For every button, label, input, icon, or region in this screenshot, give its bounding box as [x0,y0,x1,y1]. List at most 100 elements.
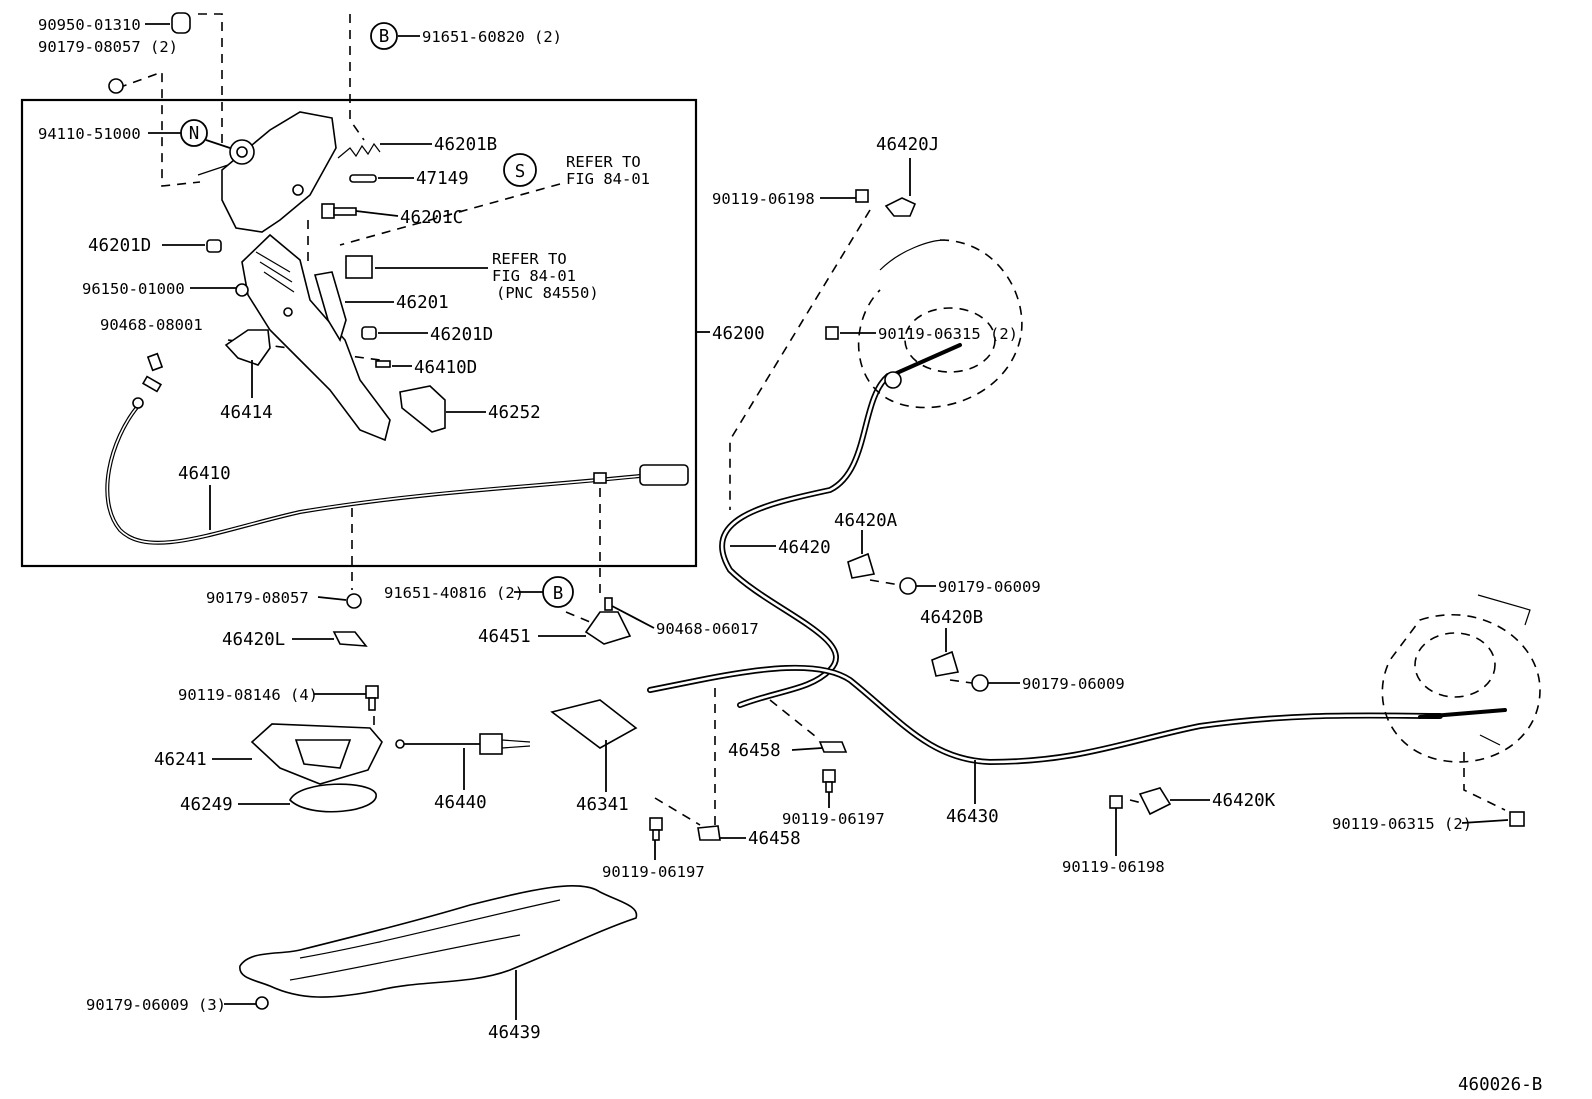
clip-90468-08001 [146,352,164,372]
svg-text:B: B [553,584,564,604]
clip-refer-84550 [345,255,373,279]
bolt-90119-06198-b [1109,795,1123,809]
bolt-46201C [321,203,357,219]
callout-b-top: B [370,22,398,50]
bracket-46420L [332,631,368,647]
leader-lines [145,23,1509,1020]
bolt-90119-06197-b [649,817,663,841]
dashed-guide-lines [117,13,1506,830]
label-90179-08057-2: 90179-08057 (2) [38,38,178,56]
clip-96150-01000 [235,283,249,297]
backing-plate-right [1381,594,1541,763]
label-90179-06009-3: 90179-06009 (3) [86,996,226,1014]
label-46201D-a: 46201D [88,236,151,256]
label-46201B: 46201B [434,135,497,155]
label-90119-08146-4: 90119-08146 (4) [178,686,318,704]
label-46439: 46439 [488,1023,541,1043]
svg-text:REFER TO: REFER TO [492,250,567,268]
label-90119-06198-b: 90119-06198 [1062,858,1165,876]
label-90179-06009-b: 90179-06009 [1022,675,1125,693]
pin-47149 [349,174,377,183]
ratchet-46414 [224,329,271,366]
heat-shield-ribs [289,899,561,981]
boot-46249 [289,783,377,813]
label-90119-06198-a: 90119-06198 [712,190,815,208]
label-46420J: 46420J [876,135,939,155]
cable-46410 [105,375,689,545]
label-46458-b: 46458 [748,829,801,849]
label-46440: 46440 [434,793,487,813]
label-90119-06315-2-a: 90119-06315 (2) [878,325,1018,343]
label-90179-08057: 90179-08057 [206,589,309,607]
label-94110-51000: 94110-51000 [38,125,141,143]
plug-90950-01310 [171,12,191,34]
backing-plate-left [857,239,1023,409]
refer-note-pnc: REFER TO FIG 84-01 (PNC 84550) [492,250,599,302]
label-46241: 46241 [154,750,207,770]
callout-b-bottom: B [542,576,574,608]
label-90179-06009-a: 90179-06009 [938,578,1041,596]
label-46430: 46430 [946,807,999,827]
bolt-90119-08146 [365,685,379,711]
part-labels: 90950-01310 90179-08057 (2) 91651-60820 … [38,16,1472,1043]
equalizer-46341 [550,699,638,749]
label-90468-08001: 90468-08001 [100,316,203,334]
svg-text:REFER TO: REFER TO [566,153,641,171]
bracket-46420A [847,552,876,579]
label-96150-01000: 96150-01000 [82,280,185,298]
bracket-46420J [884,197,917,217]
label-46420L: 46420L [222,630,285,650]
pedal-lever [241,233,391,442]
bolt-90119-06315-b [1509,811,1525,827]
label-47149: 47149 [416,169,469,189]
figure-code: 460026-B [1458,1075,1542,1095]
label-46458-a: 46458 [728,741,781,761]
nut-90179-08057 [346,593,362,609]
label-46410: 46410 [178,464,231,484]
nut-90179-06009-3 [255,996,269,1010]
label-46420B: 46420B [920,608,983,628]
label-90119-06197-b: 90119-06197 [602,863,705,881]
svg-text:(PNC 84550): (PNC 84550) [496,284,599,302]
label-90119-06315-2-b: 90119-06315 (2) [1332,815,1472,833]
clip-90468-06017 [604,597,613,611]
nut-90179-06009-a [899,577,917,595]
bushing-46201D-a [206,239,222,253]
label-46252: 46252 [488,403,541,423]
pedal-pad-46252 [399,385,446,433]
label-46414: 46414 [220,403,273,423]
bolt-90119-06315-a [825,326,839,340]
label-46201C: 46201C [400,208,463,228]
nut-90179-08057-top [108,78,124,94]
bracket-46241 [250,723,383,785]
label-46451: 46451 [478,627,531,647]
heat-shield-46439 [239,885,638,998]
pin-46410D [375,360,391,368]
cable-46420 [719,343,962,708]
bracket-46458-b [697,825,721,841]
pedal-bracket-46201 [197,111,337,233]
bracket-46420K [1138,787,1172,816]
bracket-46458-a [818,741,848,753]
label-46200: 46200 [712,324,765,344]
label-91651-40816-2: 91651-40816 (2) [384,584,524,602]
callout-s: S [503,153,537,187]
refer-note-s: REFER TO FIG 84-01 [566,153,650,188]
pedal-assembly-box [20,98,698,568]
svg-text:FIG 84-01: FIG 84-01 [566,170,650,188]
label-91651-60820-2: 91651-60820 (2) [422,28,562,46]
bolt-90119-06198-a [855,189,869,203]
label-46410D: 46410D [414,358,477,378]
svg-text:B: B [379,27,390,47]
nut-90179-06009-b [971,674,989,692]
bolt-90119-06197-a [822,769,836,793]
label-46341: 46341 [576,795,629,815]
bushing-46201D-b [361,326,377,340]
cable-46430 [647,664,1507,766]
label-90468-06017: 90468-06017 [656,620,759,638]
label-46420: 46420 [778,538,831,558]
label-46420A: 46420A [834,511,898,531]
label-46201D-b: 46201D [430,325,493,345]
svg-text:S: S [515,162,526,182]
